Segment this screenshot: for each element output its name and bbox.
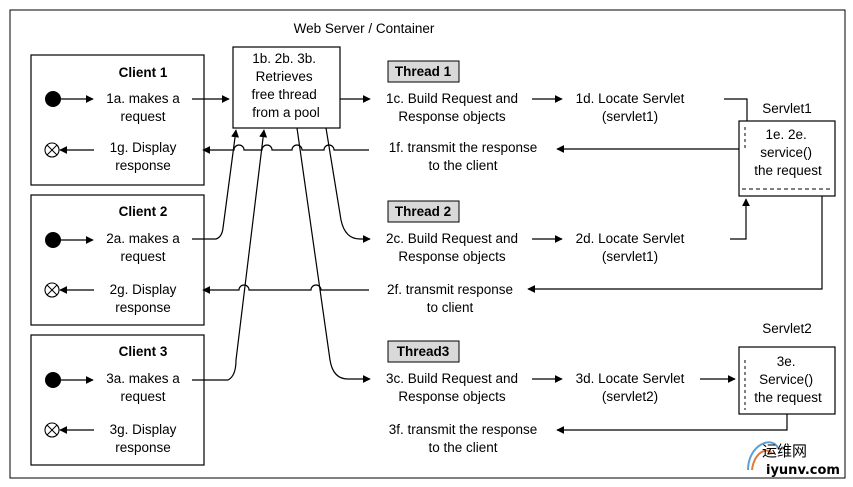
client-3-request-dot-icon — [45, 372, 61, 388]
client-2-box — [30, 194, 205, 326]
thread-pool-text: 1b. 2b. 3b. Retrieves free thread from a… — [251, 51, 320, 120]
servlet-1-title: Servlet1 — [762, 101, 812, 116]
client-1-display-icon — [44, 142, 60, 158]
thread-3-locate-text: 3d. Locate Servlet(servlet2) — [576, 371, 685, 404]
thread-1-label-box — [387, 60, 460, 83]
client-2-request-dot-icon — [45, 232, 61, 248]
client-3-display-icon — [44, 422, 60, 438]
client-3-title: Client 3 — [119, 344, 168, 359]
client-2-display-icon — [44, 282, 60, 298]
watermark-text-url: iyunv.com — [766, 463, 840, 478]
servlet-1-box — [738, 120, 836, 197]
thread-3-label-box — [387, 340, 460, 363]
client-1-request-dot-icon — [45, 91, 61, 107]
thread-2-locate-text: 2d. Locate Servlet(servlet1) — [576, 231, 685, 264]
thread-1-label: Thread 1 — [395, 64, 452, 79]
container-title: Web Server / Container — [294, 21, 435, 36]
client-1-title: Client 1 — [119, 65, 168, 80]
client-2-title: Client 2 — [119, 204, 168, 219]
thread-2-label: Thread 2 — [395, 204, 451, 219]
client-3-box — [30, 334, 205, 466]
web-server-container — [9, 9, 846, 479]
watermark-logo: 运维网 iyunv.com — [747, 441, 840, 478]
servlet-1-text: 1e. 2e. service() the request — [754, 127, 822, 178]
thread-1-locate-text: 1d. Locate Servlet(servlet1) — [576, 91, 685, 124]
servlet-2-text: 3e. Service() the request — [754, 354, 822, 405]
thread-pool-box — [232, 46, 341, 129]
servlet-2-title: Servlet2 — [762, 321, 812, 336]
client-1-box — [30, 54, 205, 186]
thread-2-label-box — [387, 200, 460, 223]
watermark-text-cn: 运维网 — [762, 442, 807, 460]
thread-3-label: Thread3 — [397, 344, 450, 359]
